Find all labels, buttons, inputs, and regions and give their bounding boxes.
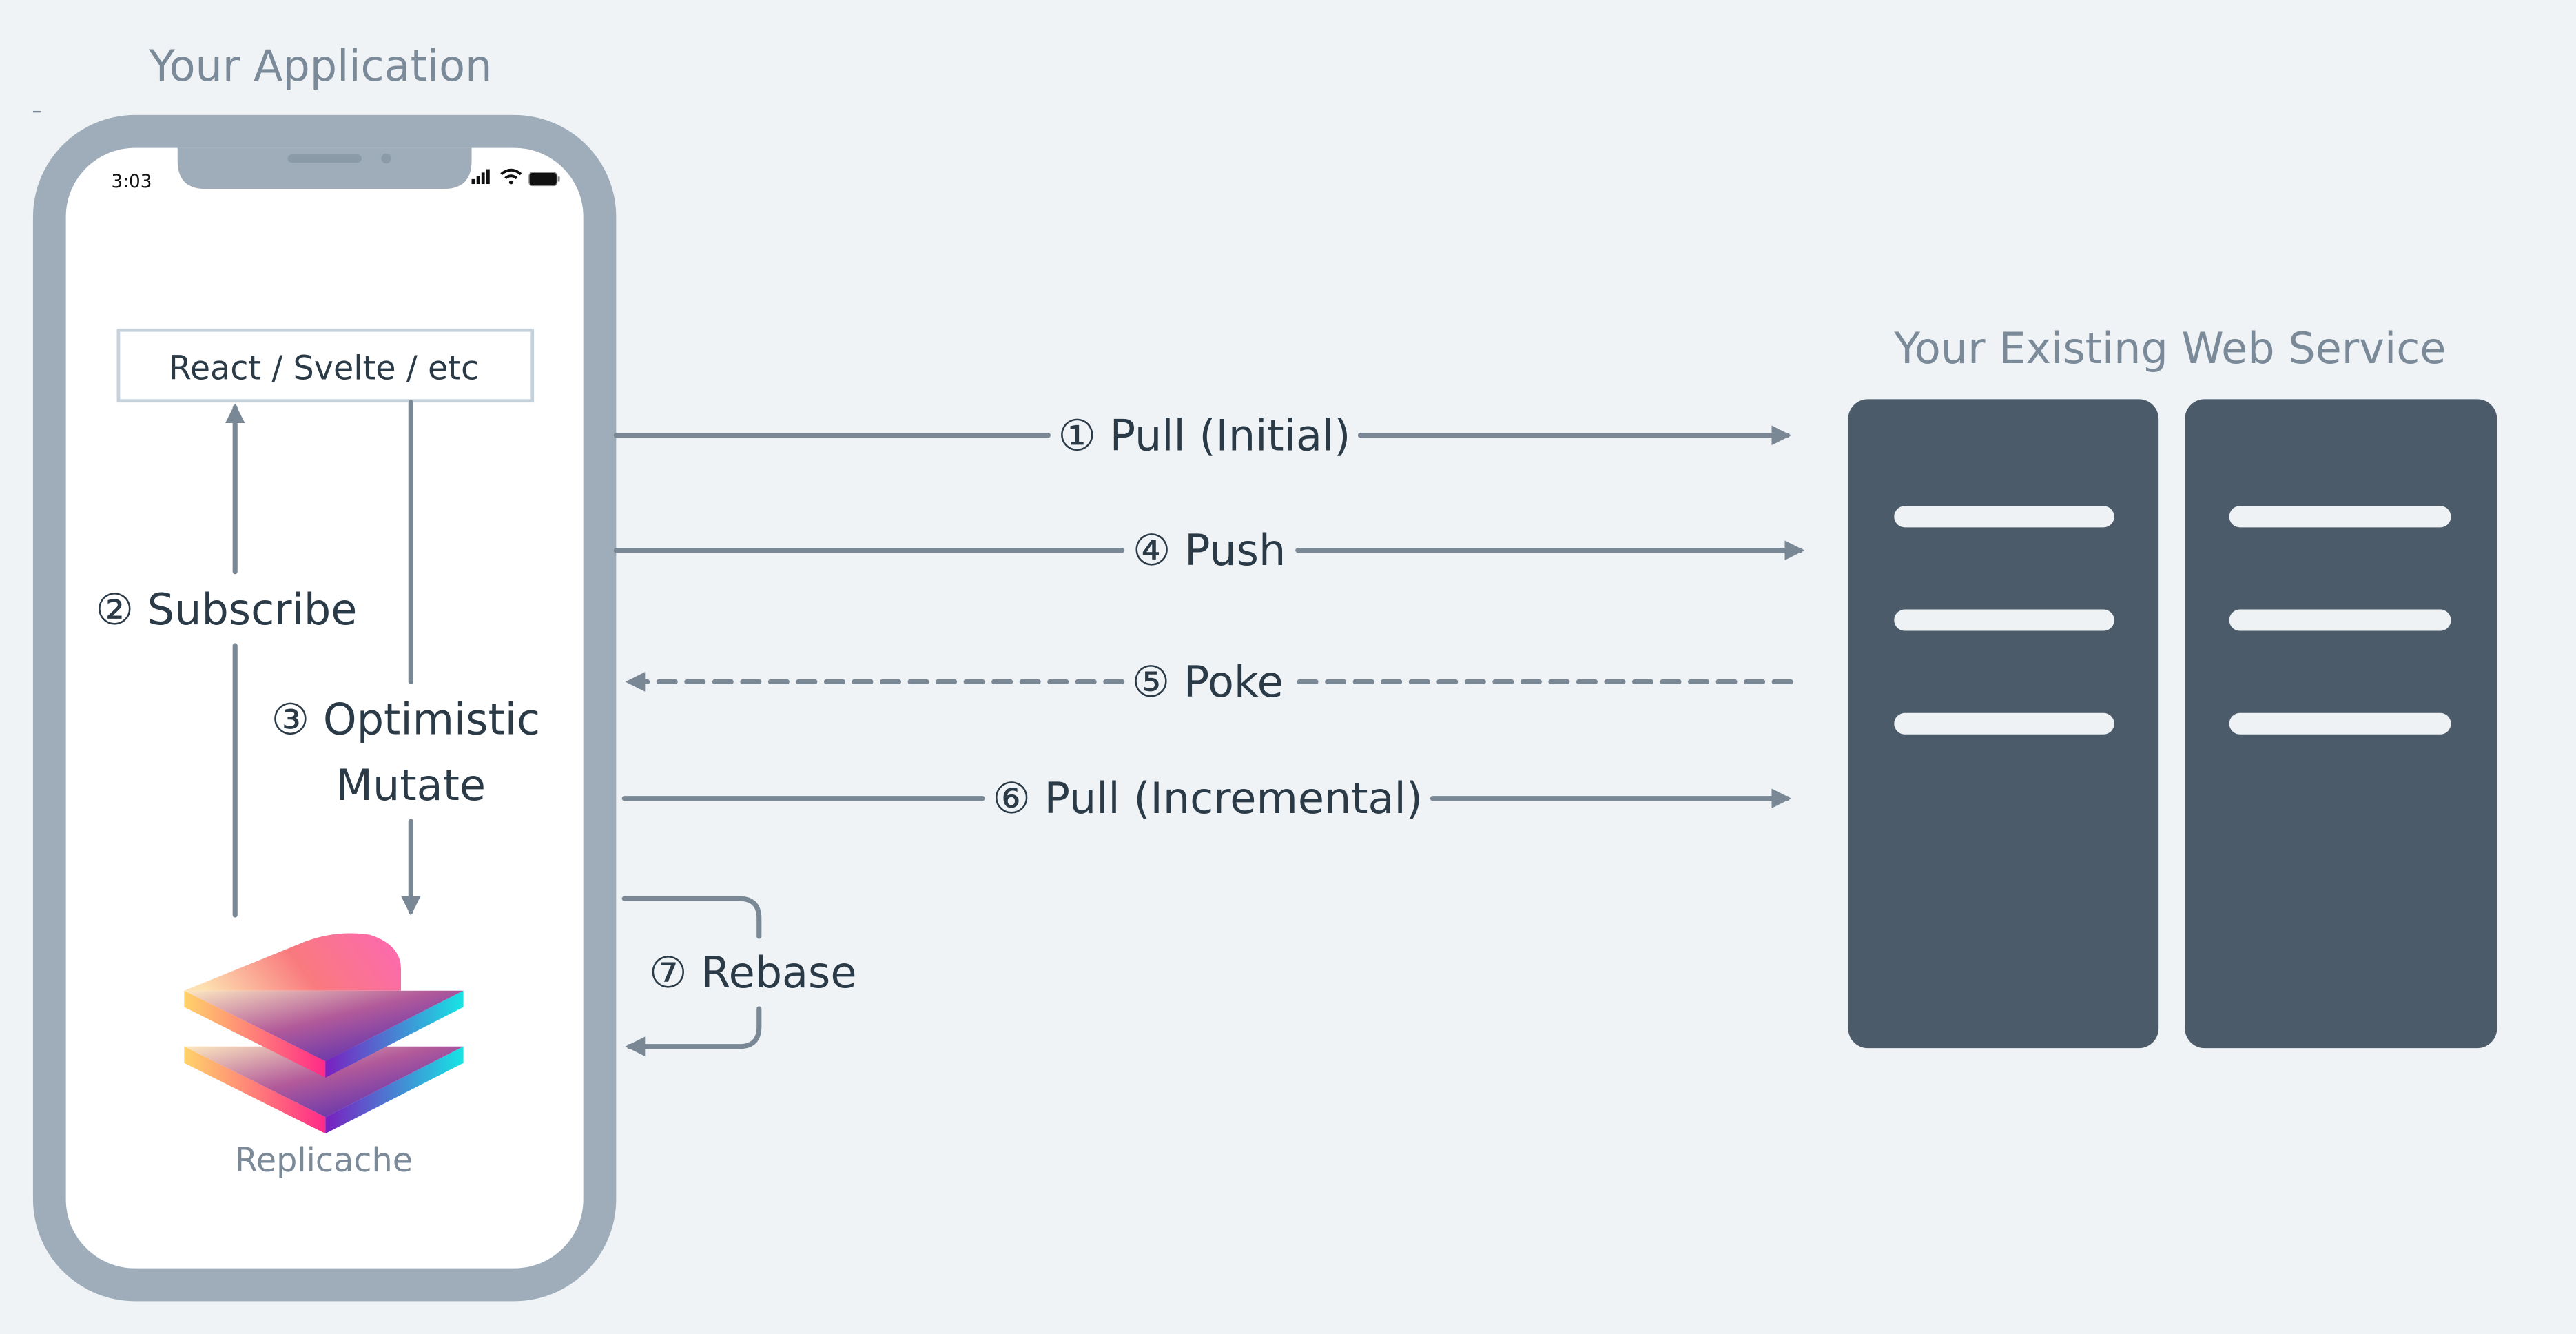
rebase-line-top	[621, 896, 762, 939]
subscribe-label: ② Subscribe	[96, 584, 358, 635]
server-title: Your Existing Web Service	[1893, 323, 2446, 373]
server-icon	[1848, 399, 2497, 1049]
replicache-label: Replicache	[235, 1142, 413, 1180]
mutate-label-line2: Mutate	[336, 760, 486, 810]
push-label: ④ Push	[1133, 525, 1286, 575]
battery-icon	[528, 172, 560, 187]
phone-notch	[177, 147, 472, 189]
wifi-icon	[500, 168, 522, 185]
pull-initial-label: ① Pull (Initial)	[1058, 410, 1350, 460]
camera-icon	[381, 153, 391, 164]
rebase-arrow	[625, 1006, 762, 1057]
status-time: 3:03	[112, 172, 152, 192]
pull-incremental-label: ⑥ Pull (Incremental)	[992, 773, 1423, 823]
mutate-label-line1: ③ Optimistic	[271, 695, 540, 745]
framework-label: React / Svelte / etc	[169, 350, 479, 388]
framework-box	[116, 328, 535, 403]
poke-label: ⑤ Poke	[1132, 657, 1284, 707]
speaker-icon	[287, 154, 362, 163]
signal-icon	[471, 169, 490, 185]
rebase-label: ⑦ Rebase	[649, 947, 856, 998]
replicache-logo	[184, 933, 464, 1134]
app-title: Your Application	[148, 41, 492, 91]
